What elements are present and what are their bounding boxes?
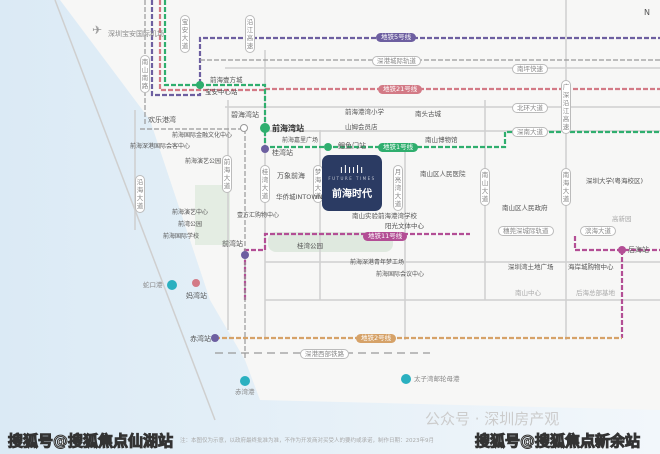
place-label: 南头古城 — [415, 110, 441, 118]
station-label: 桂湾站 — [272, 149, 293, 157]
line-label-2: 地铁2号线 — [356, 334, 397, 343]
park-area — [195, 185, 230, 245]
road-label: 南山南路 — [140, 55, 150, 93]
station-label: 后海站 — [628, 246, 649, 254]
station-label: 妈湾站 — [186, 292, 207, 300]
place-label: 壹方汇购物中心 — [237, 212, 280, 219]
line-label-1: 地铁1号线 — [378, 143, 419, 152]
watermark-right: 搜狐号@搜狐焦点新余站 — [474, 432, 641, 451]
place-label: 南山博物馆 — [425, 136, 458, 144]
project-name: 前海时代 — [332, 189, 372, 200]
road-label: 沿海大道 — [135, 175, 145, 213]
place-label: 前海港湾小学 — [345, 108, 384, 116]
road-label: 深南大道 — [512, 127, 548, 137]
road-label: 广深沿江高速 — [561, 80, 571, 134]
place-label: 太子湾邮轮母港 — [414, 375, 460, 383]
place-label: 赤湾港 — [235, 388, 255, 396]
station-label: 碧海湾站 — [231, 111, 259, 119]
road-label: 桂湾大道 — [260, 165, 270, 203]
place-label: 桂湾公园 — [297, 242, 323, 250]
place-label: 前海壹方城 — [210, 76, 243, 84]
place-label: 前湾公园 — [178, 221, 203, 228]
road-label: 前海大道 — [222, 155, 232, 193]
project-logo: ılıılı — [339, 163, 365, 176]
place-label: 前海深港国际会客中心 — [130, 143, 191, 150]
project-marker: ılıılı FUTURE TIMES 前海时代 — [322, 155, 382, 211]
place-label: 南山实验前海港湾学校 — [352, 212, 417, 220]
road-label: 南山大道 — [480, 168, 490, 206]
road-label: 月亮湾大道 — [393, 165, 403, 211]
metro-line-5 — [150, 0, 660, 97]
place-label: 阳光文体中心 — [385, 222, 424, 230]
line-label-5: 地铁5号线 — [376, 33, 417, 42]
place-label: 前海深港青年梦工场 — [350, 259, 405, 266]
road-label: 滨海大道 — [580, 226, 616, 236]
rail-label: 深港城际轨道 — [372, 56, 421, 66]
road-label: 北环大道 — [512, 103, 548, 113]
line-label-21: 地铁21号线 — [378, 85, 423, 94]
place-label: 前海国际金融文化中心 — [172, 132, 233, 139]
place-label: 万象前海 — [277, 172, 305, 180]
place-label: 华侨城INTOWN — [276, 193, 323, 201]
place-label: 深圳湾土地广场 — [508, 263, 554, 271]
rail-label: 深港西部铁路 — [300, 349, 349, 359]
road-label: 沿江高速 — [245, 15, 255, 53]
place-label: 南山区人民医院 — [420, 170, 466, 178]
place-label: 前海国际会议中心 — [376, 271, 425, 278]
place-label: 欢乐港湾 — [148, 116, 176, 124]
rail-label: 穗莞深城际轨道 — [498, 226, 554, 236]
place-label: 南山中心 — [515, 289, 541, 297]
road-label: 宝安大道 — [180, 15, 190, 53]
place-label: 后海总部基地 — [576, 289, 615, 297]
airplane-icon: ✈ — [92, 23, 103, 37]
place-label: 蛇口港 — [143, 281, 163, 289]
metro-line-1 — [163, 0, 660, 149]
place-label: 深圳大学(粤海校区) — [586, 177, 644, 185]
station-markers — [167, 81, 626, 386]
metro-line-11 — [243, 232, 660, 338]
station-label: 赤湾站 — [190, 335, 211, 343]
place-label: 高新园 — [612, 215, 632, 223]
station-label: 前海湾站 — [272, 124, 304, 133]
road-label: 南海大道 — [561, 168, 571, 206]
station-label: 前湾站 — [222, 240, 243, 248]
disclaimer: 注：本图仅为示意，以政府最终批准为准，不作为开发商对买受人的要约或承诺，制作日期… — [180, 438, 434, 444]
line-label-11: 地铁11号线 — [363, 232, 408, 241]
place-label: 宝安中心站 — [205, 88, 238, 96]
place-label: 前海国际学校 — [163, 233, 200, 240]
wechat-watermark: 公众号 · 深圳房产观 — [425, 410, 560, 428]
airport-label: 深圳宝安国际机场 — [108, 30, 164, 38]
place-label: 前海嘉里广场 — [282, 137, 319, 144]
place-label: 前海演艺公园 — [185, 158, 222, 165]
watermark-left: 搜狐号@搜狐焦点仙湖站 — [7, 432, 174, 451]
place-label: 前海演艺中心 — [172, 209, 209, 216]
park-area — [268, 232, 393, 252]
road-label: 南坪快速 — [512, 64, 548, 74]
station-label: 鲤鱼门站 — [338, 142, 366, 150]
place-label: 南山区人民政府 — [502, 204, 548, 212]
place-label: 山姆会员店 — [345, 123, 378, 131]
project-subtitle: FUTURE TIMES — [328, 176, 376, 181]
compass-north-icon: N — [644, 8, 650, 17]
place-label: 海岸城购物中心 — [568, 263, 614, 271]
